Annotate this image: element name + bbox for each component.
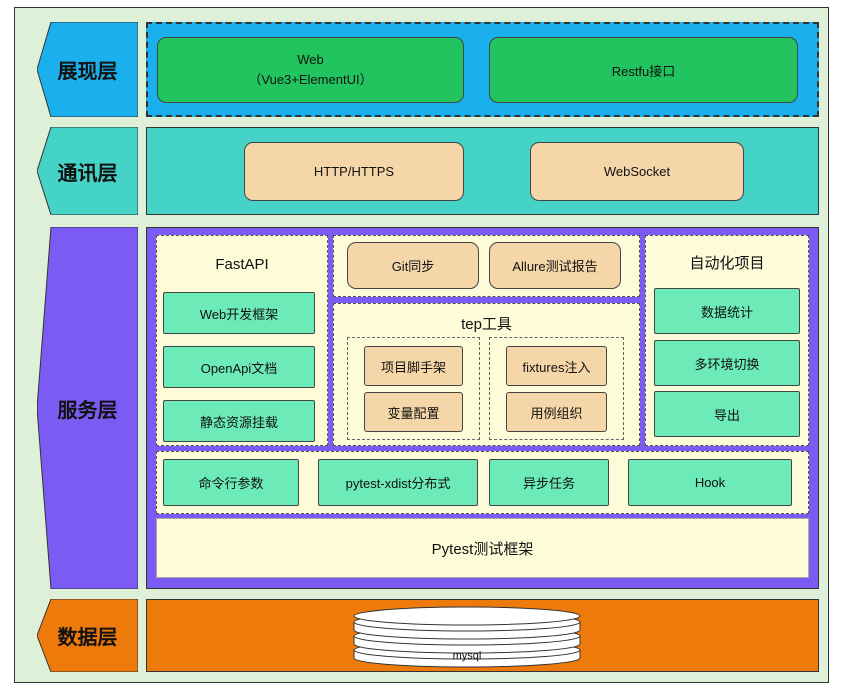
web-sublabel: （Vue3+ElementUI） — [248, 72, 373, 87]
allure-report-box: Allure测试报告 — [489, 242, 621, 289]
auto-project-item: 数据统计 — [654, 288, 800, 334]
database-label: mysql — [452, 650, 482, 662]
fastapi-title: FastAPI — [215, 256, 269, 273]
database-icon — [352, 604, 582, 668]
auto-project-title: 自动化项目 — [689, 255, 765, 272]
websocket-box: WebSocket — [530, 142, 744, 201]
communication-layer-label: 通讯层 — [37, 127, 138, 215]
tep-left-group — [347, 337, 480, 440]
tep-right-group — [489, 337, 624, 440]
feature-item: 异步任务 — [489, 459, 609, 506]
case-organize-box: 用例组织 — [506, 392, 607, 432]
git-sync-box: Git同步 — [347, 242, 479, 289]
presentation-layer-label: 展现层 — [37, 22, 138, 117]
fastapi-item: Web开发框架 — [163, 292, 315, 334]
data-layer-label: 数据层 — [37, 599, 138, 672]
web-label: Web — [297, 52, 324, 67]
restful-api-box: Restfu接口 — [489, 37, 798, 103]
auto-project-item: 导出 — [654, 391, 800, 437]
service-layer-label: 服务层 — [37, 227, 138, 589]
variable-config-box: 变量配置 — [364, 392, 463, 432]
tep-title: tep工具 — [461, 316, 512, 333]
feature-item: 命令行参数 — [163, 459, 299, 506]
auto-project-item: 多环境切换 — [654, 340, 800, 386]
restful-label: Restfu接口 — [611, 63, 676, 79]
feature-item: pytest-xdist分布式 — [318, 459, 478, 506]
fixtures-box: fixtures注入 — [506, 346, 607, 386]
fastapi-item: OpenApi文档 — [163, 346, 315, 388]
web-frontend-box: Web （Vue3+ElementUI） — [157, 37, 464, 103]
fastapi-item: 静态资源挂载 — [163, 400, 315, 442]
feature-item: Hook — [628, 459, 792, 506]
pytest-framework-box: Pytest测试框架 — [156, 518, 809, 578]
http-box: HTTP/HTTPS — [244, 142, 464, 201]
scaffold-box: 项目脚手架 — [364, 346, 463, 386]
